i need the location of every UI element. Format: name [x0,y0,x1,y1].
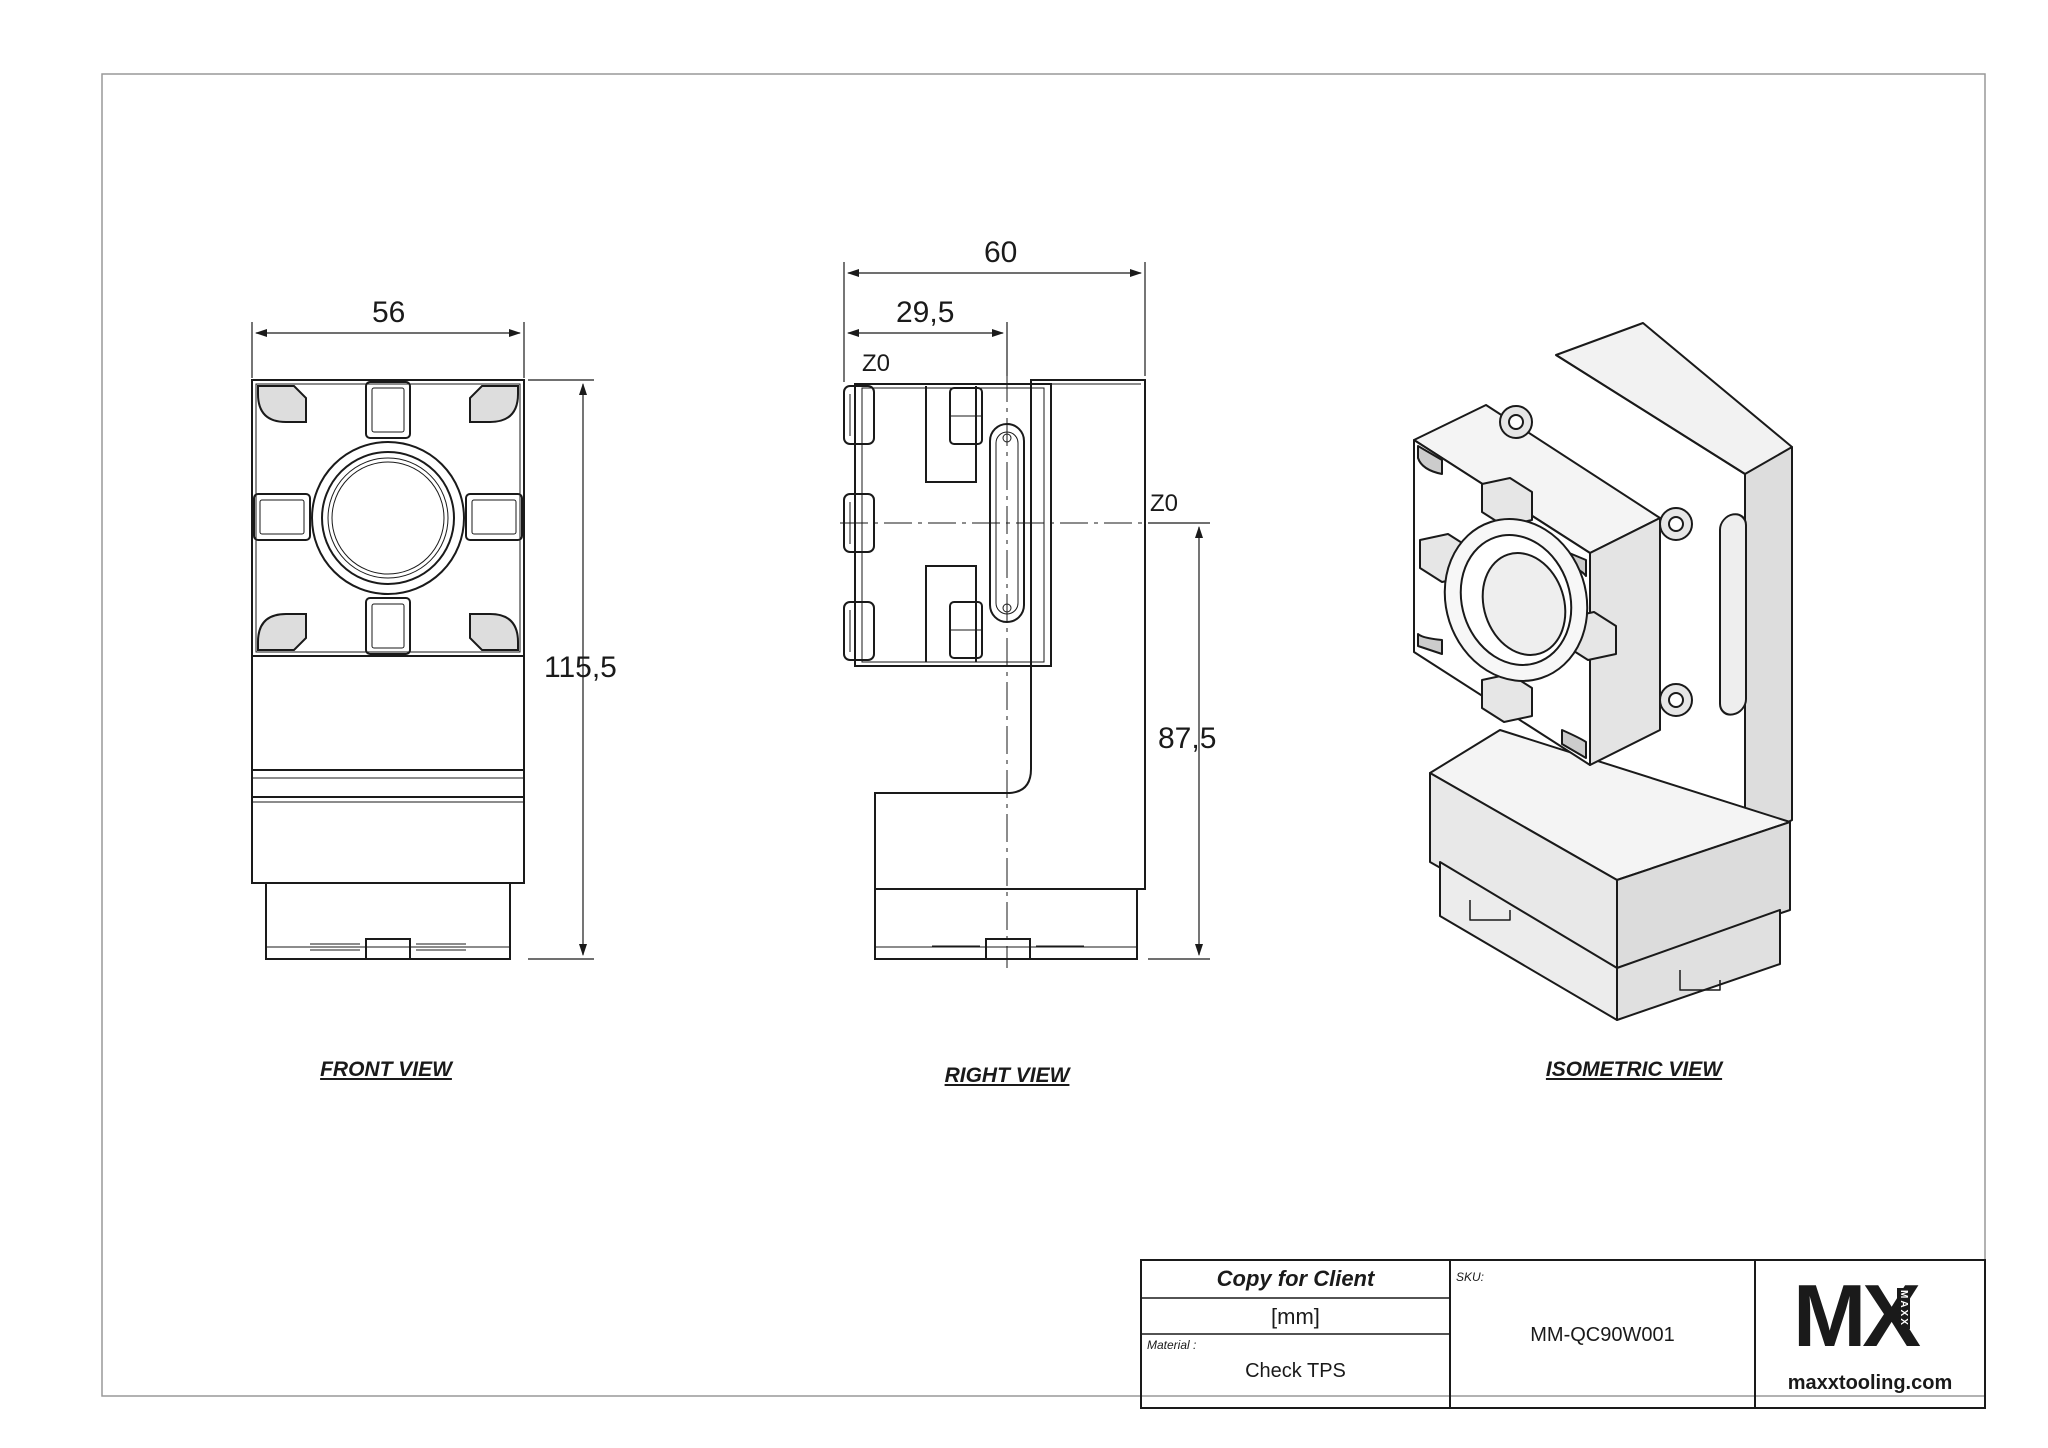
sku-value: MM-QC90W001 [1530,1324,1675,1346]
sku-caption: SKU: [1456,1270,1485,1284]
front-view-label: FRONT VIEW [320,1058,452,1081]
zero-ref-left: Z0 [862,350,891,377]
copy-label: Copy for Client [1216,1266,1375,1291]
zero-ref-right: Z0 [1150,490,1179,517]
website-link[interactable]: maxxtooling.com [1787,1372,1953,1394]
front-dimensions [251,322,594,960]
right-centerlines [840,330,1180,968]
right-view-drawing [843,379,1146,960]
material-caption: Material : [1147,1338,1197,1352]
dim-right-offset: 29,5 [896,296,955,329]
isometric-view-drawing [1413,322,1793,1021]
dim-front-width: 56 [372,296,406,329]
dim-front-height: 115,5 [544,651,617,684]
maxx-logo: MX MAXX [1793,1272,1973,1362]
right-view-label: RIGHT VIEW [944,1064,1070,1087]
sheet-border [101,73,1986,1397]
dim-right-width: 60 [984,236,1018,269]
material-value: Check TPS [1245,1360,1346,1382]
title-block-frame [1140,1259,1986,1409]
isometric-view-label: ISOMETRIC VIEW [1545,1058,1723,1081]
logo-small: MAXX [1897,1288,1910,1329]
dim-right-height: 87,5 [1158,722,1217,755]
units-label: [mm] [1271,1304,1320,1329]
front-view-drawing [251,379,525,960]
right-dimensions [843,262,1210,960]
